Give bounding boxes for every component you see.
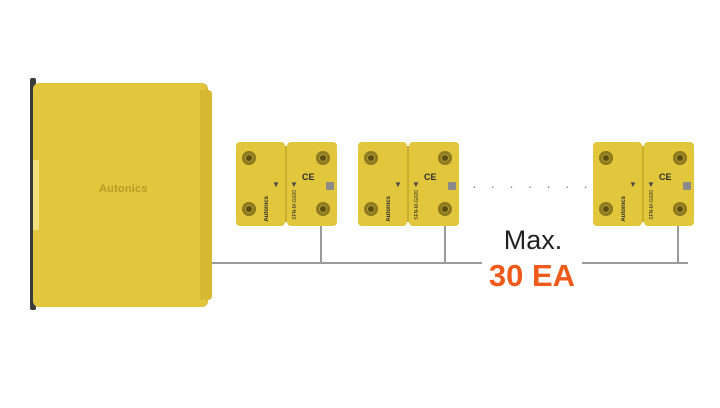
- screw-icon: [316, 151, 330, 165]
- max-label: Max.: [490, 225, 576, 256]
- sensor-brand: Autonics: [386, 196, 392, 222]
- safety-sensor-unit: ▼ ▼ Autonics SFN-M-G020 CE: [236, 142, 337, 262]
- ce-mark: CE: [302, 172, 315, 182]
- safety-sensor-unit: ▼ ▼ Autonics SFN-M-G020 CE: [358, 142, 459, 262]
- alignment-arrow-icon: ▼: [629, 180, 637, 189]
- screw-icon: [438, 151, 452, 165]
- alignment-arrow-icon: ▼: [290, 180, 298, 189]
- indicator-led: [326, 182, 334, 190]
- screw-icon: [438, 202, 452, 216]
- screw-icon: [364, 202, 378, 216]
- sensor-model: SFN-M-G020: [414, 190, 420, 220]
- ce-mark: CE: [424, 172, 437, 182]
- safety-controller: [33, 83, 208, 307]
- ce-mark: CE: [659, 172, 672, 182]
- sensor-model: SFN-M-G020: [292, 190, 298, 220]
- screw-icon: [673, 151, 687, 165]
- controller-side-panel: [200, 90, 212, 300]
- main-bus-wire: [208, 262, 688, 264]
- screw-icon: [242, 151, 256, 165]
- sensor-brand: Autonics: [621, 196, 627, 222]
- alignment-arrow-icon: ▼: [647, 180, 655, 189]
- alignment-arrow-icon: ▼: [412, 180, 420, 189]
- sensor-brand: Autonics: [264, 196, 270, 222]
- sensor-cable: [444, 226, 446, 262]
- sensor-cable: [320, 226, 322, 262]
- indicator-led: [683, 182, 691, 190]
- alignment-arrow-icon: ▼: [272, 180, 280, 189]
- controller-notch: [33, 160, 39, 230]
- screw-icon: [673, 202, 687, 216]
- alignment-arrow-icon: ▼: [394, 180, 402, 189]
- sensor-cable: [677, 226, 679, 262]
- continuation-ellipsis: · · · · · · ·: [472, 178, 593, 194]
- sensor-model: SFN-M-G020: [649, 190, 655, 220]
- screw-icon: [316, 202, 330, 216]
- safety-sensor-unit: ▼ ▼ Autonics SFN-M-G020 CE: [593, 142, 694, 262]
- indicator-led: [448, 182, 456, 190]
- screw-icon: [599, 151, 613, 165]
- controller-brand-logo: Autonics: [99, 183, 148, 195]
- screw-icon: [599, 202, 613, 216]
- max-count: 30 EA: [482, 258, 582, 294]
- screw-icon: [364, 151, 378, 165]
- screw-icon: [242, 202, 256, 216]
